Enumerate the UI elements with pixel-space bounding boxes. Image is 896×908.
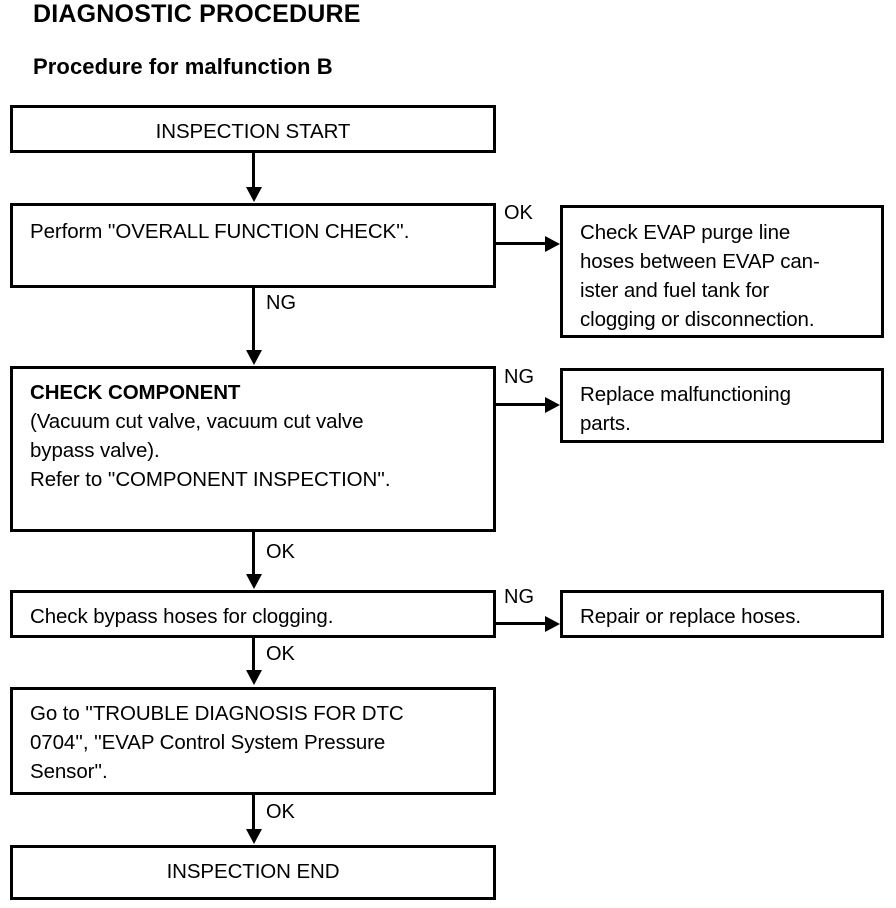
step2-line4: Refer to ''COMPONENT INSPECTION''. <box>30 468 391 491</box>
flow-box-repair-or-replace-hoses: Repair or replace hoses. <box>560 590 884 638</box>
step2-ng-result-line2: parts. <box>580 412 631 435</box>
step2-ng-result-line1: Replace malfunctioning <box>580 383 791 406</box>
step1-line1: Perform ''OVERALL FUNCTION CHECK''. <box>30 220 410 243</box>
branch-label-ng-step1: NG <box>266 292 296 314</box>
arrowhead-step1-ok <box>545 236 560 252</box>
step1-ok-result-line2: hoses between EVAP can- <box>580 250 820 273</box>
connector-step3-ok <box>252 638 255 672</box>
branch-label-ok-step1: OK <box>504 202 533 224</box>
arrowhead-step1-ng <box>246 350 262 365</box>
flow-box-check-evap-purge-line: Check EVAP purge line hoses between EVAP… <box>560 205 884 338</box>
arrowhead-step3-ng <box>545 616 560 632</box>
flow-box-check-bypass-hoses: Check bypass hoses for clogging. <box>10 590 496 638</box>
flow-box-inspection-start: INSPECTION START <box>10 105 496 153</box>
step3-ng-result-text: Repair or replace hoses. <box>580 602 875 631</box>
arrowhead-start-to-step1 <box>246 187 262 202</box>
step2-title: CHECK COMPONENT <box>30 381 241 404</box>
connector-step2-ng <box>496 403 548 406</box>
step1-ok-result-line1: Check EVAP purge line <box>580 221 791 244</box>
branch-label-ng-step3: NG <box>504 586 534 608</box>
branch-label-ng-step2: NG <box>504 366 534 388</box>
step4-text: Go to ''TROUBLE DIAGNOSIS FOR DTC 0704''… <box>30 699 487 786</box>
step3-line1: Check bypass hoses for clogging. <box>30 605 334 628</box>
step3-ng-result-line1: Repair or replace hoses. <box>580 605 801 628</box>
flow-box-go-to-trouble-diagnosis: Go to ''TROUBLE DIAGNOSIS FOR DTC 0704''… <box>10 687 496 795</box>
connector-start-to-step1 <box>252 153 255 189</box>
flow-box-inspection-end: INSPECTION END <box>10 845 496 900</box>
branch-label-ok-step3: OK <box>266 643 295 665</box>
connector-step2-ok <box>252 532 255 576</box>
page-title: DIAGNOSTIC PROCEDURE <box>33 0 361 28</box>
flow-box-perform-overall-function-check: Perform ''OVERALL FUNCTION CHECK''. <box>10 203 496 288</box>
inspection-start-label: INSPECTION START <box>155 120 351 143</box>
step4-line2: 0704'', ''EVAP Control System Pressure <box>30 731 386 754</box>
step2-line3: bypass valve). <box>30 439 160 462</box>
inspection-end-label: INSPECTION END <box>166 860 340 883</box>
flow-box-check-component: CHECK COMPONENT (Vacuum cut valve, vacuu… <box>10 366 496 532</box>
step1-ok-result-line4: clogging or disconnection. <box>580 308 815 331</box>
page-subtitle: Procedure for malfunction B <box>33 54 333 79</box>
step2-ng-result-text: Replace malfunctioning parts. <box>580 380 875 438</box>
step3-text: Check bypass hoses for clogging. <box>30 602 487 631</box>
connector-step1-ng <box>252 288 255 352</box>
branch-label-ok-step4: OK <box>266 801 295 823</box>
step2-line2: (Vacuum cut valve, vacuum cut valve <box>30 410 364 433</box>
step1-ok-result-line3: ister and fuel tank for <box>580 279 770 302</box>
step1-ok-result-text: Check EVAP purge line hoses between EVAP… <box>580 218 875 334</box>
connector-step4-ok <box>252 795 255 831</box>
step1-text: Perform ''OVERALL FUNCTION CHECK''. <box>30 217 487 246</box>
connector-step3-ng <box>496 622 548 625</box>
step4-line1: Go to ''TROUBLE DIAGNOSIS FOR DTC <box>30 702 404 725</box>
arrowhead-step3-ok <box>246 670 262 685</box>
flow-box-replace-malfunctioning-parts: Replace malfunctioning parts. <box>560 368 884 443</box>
connector-step1-ok <box>496 242 548 245</box>
step2-text: CHECK COMPONENT (Vacuum cut valve, vacuu… <box>30 378 487 494</box>
arrowhead-step2-ng <box>545 397 560 413</box>
arrowhead-step2-ok <box>246 574 262 589</box>
arrowhead-step4-ok <box>246 829 262 844</box>
branch-label-ok-step2: OK <box>266 541 295 563</box>
step4-line3: Sensor''. <box>30 760 108 783</box>
